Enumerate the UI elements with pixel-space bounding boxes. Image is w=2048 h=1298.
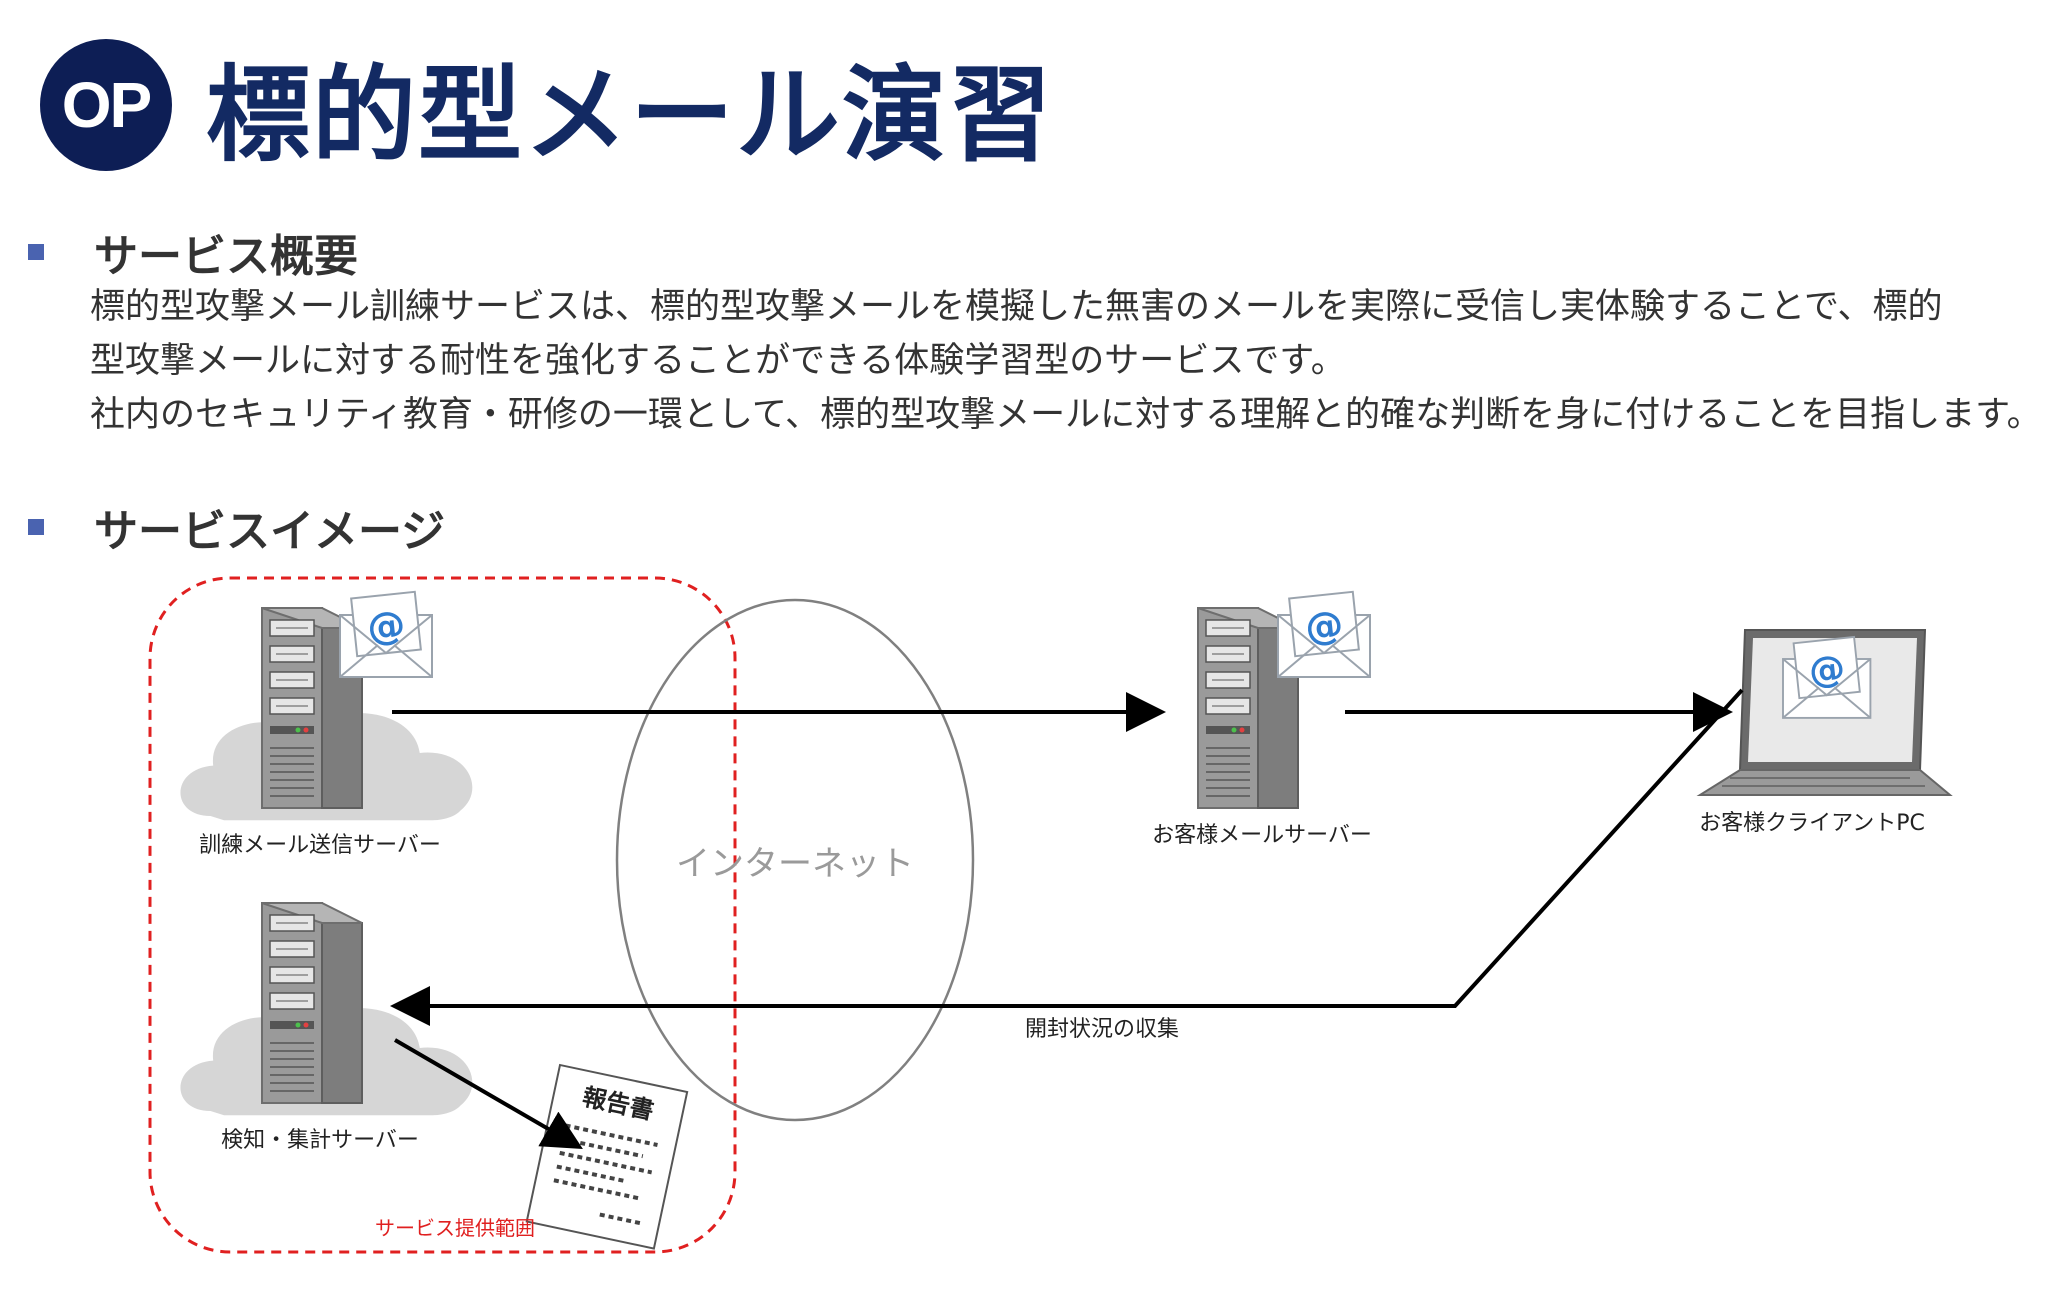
detect-server-label: 検知・集計サーバー xyxy=(221,1128,419,1153)
collect-label: 開封状況の収集 xyxy=(1025,1017,1179,1042)
bullet-icon xyxy=(28,244,44,260)
bullet-icon xyxy=(28,519,44,535)
overview-heading-text: サービス概要 xyxy=(94,231,358,282)
email-icon: @ xyxy=(1782,636,1872,719)
overview-line-2: 型攻撃メールに対する耐性を強化することができる体験学習型のサービスです。 xyxy=(90,341,1346,381)
email-icon: @ xyxy=(339,590,433,678)
server-icon xyxy=(261,902,363,1104)
page-title: 標的型メール演習 xyxy=(206,53,1055,176)
send-server-label: 訓練メール送信サーバー xyxy=(199,833,441,858)
arrow-detect-to-report xyxy=(393,1038,583,1150)
email-icon: @ xyxy=(1277,590,1371,678)
overview-heading: サービス概要 xyxy=(28,220,358,284)
client-pc-label: お客様クライアントPC xyxy=(1699,811,1925,836)
svg-text:@: @ xyxy=(1807,646,1847,693)
service-scope-boundary xyxy=(148,576,737,1254)
send-server-node: @ 訓練メール送信サーバー xyxy=(180,590,473,858)
report-document-icon: 報告書 xyxy=(525,1063,689,1250)
overview-description: 標的型攻撃メール訓練サービスは、標的型攻撃メールを模擬した無害のメールを実際に受… xyxy=(90,280,2042,442)
overview-line-3: 社内のセキュリティ教育・研修の一環として、標的型攻撃メールに対する理解と的確な判… xyxy=(90,395,2042,435)
svg-text:@: @ xyxy=(365,602,407,650)
image-heading-text: サービスイメージ xyxy=(94,506,446,557)
op-badge: OP xyxy=(40,39,172,171)
arrow-client-to-detect xyxy=(390,688,1744,1026)
detect-server-node: 検知・集計サーバー xyxy=(180,902,473,1153)
service-scope-label: サービス提供範囲 xyxy=(375,1216,535,1240)
internet-ellipse xyxy=(615,598,975,1122)
svg-text:@: @ xyxy=(1303,602,1345,650)
overview-line-1: 標的型攻撃メール訓練サービスは、標的型攻撃メールを模擬した無害のメールを実際に受… xyxy=(90,287,1943,327)
customer-mail-server-node: @ お客様メールサーバー xyxy=(1152,590,1372,848)
image-heading: サービスイメージ xyxy=(28,495,445,559)
client-pc-node: @ お客様クライアントPC xyxy=(1696,629,1953,836)
customer-mail-server-label: お客様メールサーバー xyxy=(1152,823,1372,848)
page-header: OP 標的型メール演習 xyxy=(40,39,1054,176)
internet-label: インターネット xyxy=(676,844,914,884)
